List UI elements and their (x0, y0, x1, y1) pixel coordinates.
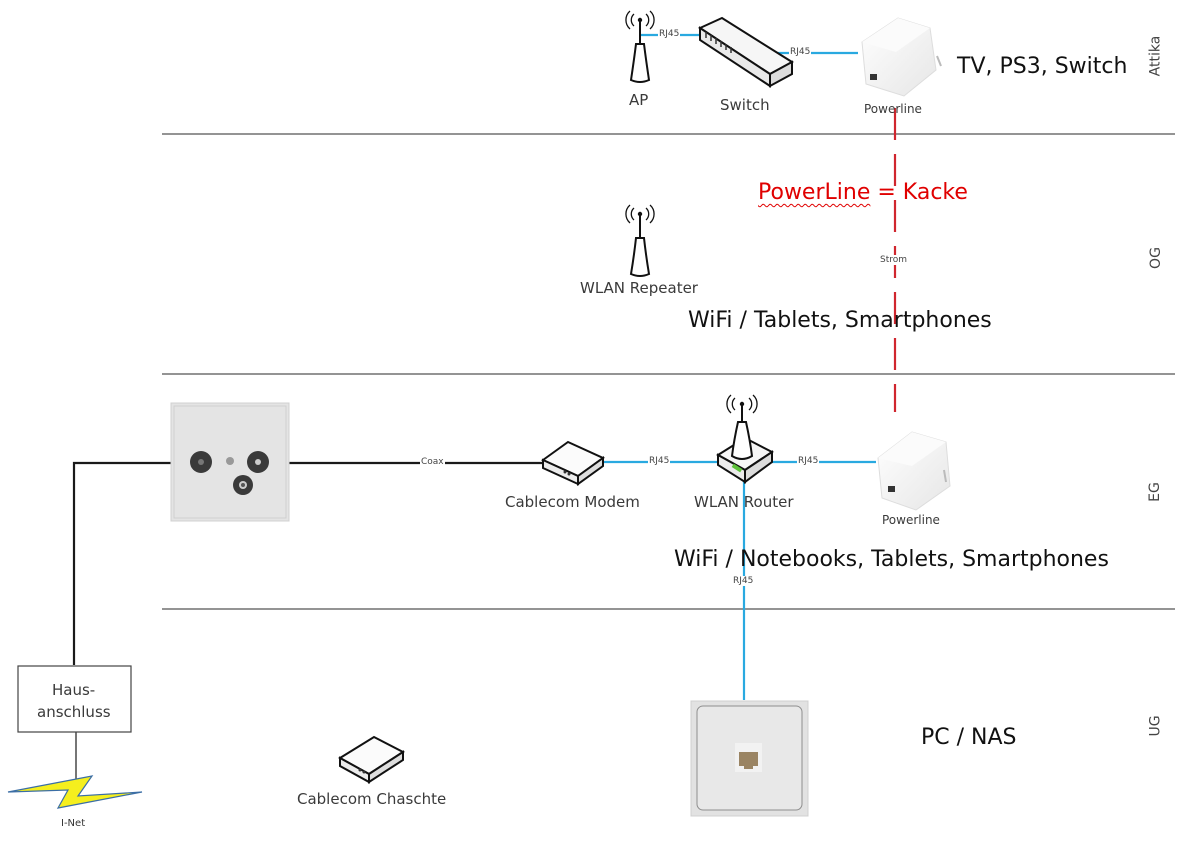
attika-devices-note: TV, PS3, Switch (957, 54, 1128, 79)
wlan-repeater-label: WLAN Repeater (580, 279, 698, 297)
hausanschluss-label-line2: anschluss (37, 703, 111, 721)
internet-lightning-icon (7, 775, 143, 809)
connection-label-ap-switch: RJ45 (658, 29, 681, 39)
switch-label: Switch (720, 96, 770, 114)
connection-label-router-powerline: RJ45 (797, 456, 820, 466)
cablecom-modem-label: Cablecom Modem (505, 493, 640, 511)
floor-label-attika: Attika (1147, 35, 1164, 77)
floor-label-eg: EG (1146, 482, 1163, 502)
connection-label-strom: Strom (879, 255, 909, 265)
ug-devices-note: PC / NAS (921, 725, 1017, 750)
access-point-icon[interactable] (625, 10, 655, 83)
ap-label: AP (629, 91, 649, 109)
eg-wifi-note: WiFi / Notebooks, Tablets, Smartphones (674, 547, 1109, 572)
powerline-adapter-attika-icon[interactable] (861, 17, 942, 97)
og-wifi-note: WiFi / Tablets, Smartphones (688, 308, 992, 333)
powerline-attika-label: Powerline (864, 102, 922, 116)
floor-label-og: OG (1147, 247, 1164, 269)
powerline-eg-label: Powerline (882, 513, 940, 527)
antenna-wall-socket-icon[interactable] (170, 402, 290, 522)
inet-label: I-Net (61, 818, 86, 829)
powerline-warning-note: PowerLine = Kacke (758, 180, 968, 205)
powerline-adapter-eg-icon[interactable] (877, 431, 951, 511)
connection-label-switch-powerline: RJ45 (789, 47, 812, 57)
cablecom-box-icon[interactable] (338, 735, 405, 784)
connection-label-modem-router: RJ45 (648, 456, 671, 466)
wlan-router-icon[interactable] (716, 394, 774, 484)
switch-icon[interactable] (697, 16, 794, 88)
powerline-warning-rest: = Kacke (870, 180, 968, 205)
coax-hausanschluss-to-socket (72, 461, 175, 665)
cablecom-chaschte-label: Cablecom Chaschte (297, 790, 447, 808)
connection-label-router-ug: RJ45 (732, 576, 755, 586)
powerline-warning-word: PowerLine (758, 180, 871, 205)
hausanschluss-box[interactable] (17, 665, 132, 733)
hausanschluss-label-line1: Haus- (52, 681, 96, 699)
connection-label-coax: Coax (420, 457, 445, 467)
floor-label-ug: UG (1147, 715, 1164, 737)
wlan-repeater-icon[interactable] (625, 204, 655, 277)
cablecom-modem-icon[interactable] (541, 440, 605, 486)
rj45-wall-socket-icon[interactable] (690, 700, 809, 817)
wlan-router-label: WLAN Router (694, 493, 794, 511)
